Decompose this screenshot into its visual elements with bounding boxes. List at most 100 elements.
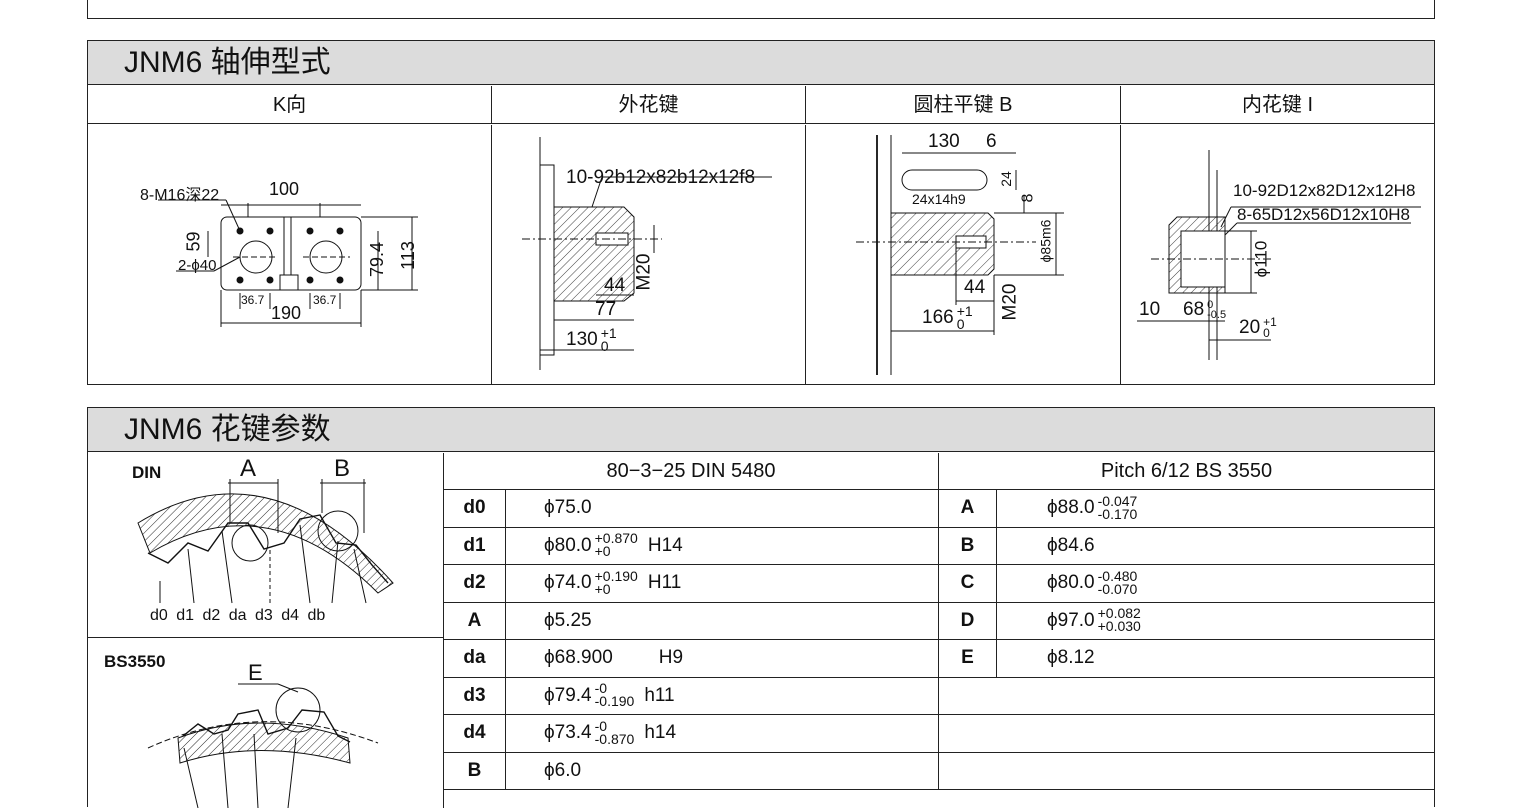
- tol-upper: +1: [600, 325, 617, 341]
- left-param-value: ϕ74.0+0.190+0 H11: [506, 565, 939, 603]
- tol-upper: -0: [594, 717, 608, 734]
- axis-d1: d1: [176, 607, 195, 624]
- internal-spline-drawing: 10-92D12x82D12x12H8 8-65D12x56D12x10H8 ϕ…: [1121, 125, 1434, 384]
- tol-upper: -0.480: [1097, 567, 1138, 584]
- k-dim-36-7-right: 36.7: [313, 293, 337, 307]
- k-dim-100: 100: [269, 179, 300, 199]
- tol-lower: -0.190: [594, 693, 635, 710]
- tol-lower: +0: [594, 543, 611, 560]
- ext-spline-spec: 10-92b12x82b12x12f8: [566, 167, 756, 188]
- int-dim-20-value: 20: [1239, 317, 1261, 339]
- left-param-value: ϕ75.0: [506, 490, 939, 528]
- key-dim-m20: M20: [999, 283, 1021, 321]
- tol-lower: -0.870: [594, 730, 635, 747]
- ext-dim-44: 44: [604, 275, 626, 296]
- empty-cell: [939, 715, 1434, 753]
- col-header-cylindrical-key: 圆柱平键 B: [806, 86, 1121, 124]
- spline-params-title: JNM6 花键参数: [88, 408, 1434, 452]
- k-dim-113: 113: [397, 241, 418, 270]
- param-base-value: ϕ97.0: [1047, 609, 1095, 631]
- axis-da: da: [228, 607, 247, 624]
- left-param-label: B: [444, 752, 506, 790]
- right-param-value: ϕ80.0-0.480-0.070: [997, 565, 1434, 603]
- param-base-value: ϕ74.0: [544, 572, 592, 593]
- tol-lower: 0: [600, 338, 609, 354]
- left-param-value: ϕ79.4-0-0.190 h11: [506, 677, 939, 715]
- right-param-label: B: [939, 527, 997, 565]
- param-fit: h11: [644, 684, 675, 706]
- key-dim-8: 8: [1019, 193, 1037, 203]
- bs-diagram: BS3550 E: [88, 638, 444, 808]
- key-dim-130: 130: [928, 131, 960, 152]
- param-base-value: ϕ75.0: [544, 497, 592, 518]
- din-table-header: 80−3−25 DIN 5480: [444, 453, 939, 490]
- int-dim-10: 10: [1139, 299, 1161, 320]
- tol-upper: -0.047: [1097, 492, 1138, 509]
- bs-label: BS3550: [104, 652, 166, 671]
- axis-d4: d4: [281, 607, 300, 624]
- int-dia: ϕ110: [1251, 240, 1271, 278]
- int-spline-spec-1: 10-92D12x82D12x12H8: [1233, 181, 1416, 200]
- bs-e-label: E: [248, 660, 263, 685]
- tol-upper: +1: [1263, 315, 1277, 329]
- param-base-value: ϕ6.0: [544, 759, 582, 781]
- key-dim-6: 6: [986, 131, 997, 152]
- tol-upper: 0: [1207, 298, 1214, 311]
- int-spline-spec-2: 8-65D12x56D12x10H8: [1237, 205, 1410, 224]
- left-param-value: ϕ6.0: [506, 752, 939, 790]
- ext-dim-77: 77: [595, 299, 617, 320]
- col-header-external-spline: 外花键: [492, 86, 806, 124]
- tol-upper: +0.870: [594, 530, 638, 547]
- key-shaft-dia: ϕ85m6: [1037, 219, 1054, 263]
- param-tolerance: +0.190+0: [594, 567, 638, 597]
- tol-lower: -0.170: [1097, 505, 1138, 522]
- din-diagram: DIN A B d0 d1 d2 da d3 d4 db: [88, 453, 444, 638]
- axis-d2: d2: [202, 607, 221, 624]
- tol-lower: 0: [956, 316, 965, 332]
- param-base-value: ϕ68.900: [544, 647, 613, 668]
- key-size: 24x14h9: [912, 191, 966, 207]
- k-view-drawing: 8-M16深22 100 59 2-ϕ40 79.4 113 36.7 36.7…: [88, 125, 492, 384]
- axis-db: db: [307, 607, 326, 624]
- left-param-value: ϕ80.0+0.870+0 H14: [506, 527, 939, 565]
- k-bore-label: 2-ϕ40: [178, 257, 217, 274]
- param-tolerance: -0.047-0.170: [1097, 492, 1138, 522]
- int-dim-68-value: 68: [1183, 299, 1205, 320]
- spline-params-section: JNM6 花键参数 DIN A B d0 d1 d2 da d3 d4 db: [87, 407, 1435, 808]
- shaft-type-section: JNM6 轴伸型式 K向 外花键 圆柱平键 B 内花键 I: [87, 40, 1435, 385]
- param-tolerance: +0.870+0: [594, 530, 638, 560]
- right-param-value: ϕ8.12: [997, 640, 1434, 678]
- param-base-value: ϕ80.0: [1047, 572, 1095, 593]
- k-dim-79-4: 79.4: [367, 241, 388, 278]
- param-base-value: ϕ84.6: [1047, 534, 1095, 556]
- param-fit: h14: [644, 722, 677, 743]
- tol-lower: +0: [594, 580, 611, 597]
- tol-lower: 0: [1263, 326, 1270, 340]
- empty-cell: [939, 753, 1434, 790]
- param-fit: H11: [647, 572, 682, 593]
- axis-d0: d0: [150, 607, 168, 624]
- tol-upper: +1: [956, 303, 973, 319]
- k-dim-59: 59: [183, 231, 204, 252]
- param-fit: H14: [647, 534, 683, 556]
- left-param-label: d4: [444, 715, 506, 753]
- bs-table-header: Pitch 6/12 BS 3550: [939, 453, 1434, 490]
- tol-upper: -0: [594, 680, 608, 697]
- tol-upper: +0.190: [594, 567, 638, 584]
- right-param-value: ϕ88.0-0.047-0.170: [997, 490, 1434, 528]
- left-param-label: d0: [444, 490, 506, 528]
- key-dim-166-value: 166: [922, 307, 954, 329]
- param-tolerance: -0-0.870: [594, 717, 635, 747]
- din-a-label: A: [240, 455, 257, 482]
- tol-lower: -0.5: [1207, 308, 1227, 321]
- right-param-value: ϕ97.0+0.082+0.030: [997, 603, 1434, 640]
- param-base-value: ϕ80.0: [544, 534, 592, 556]
- param-tolerance: -0.480-0.070: [1097, 567, 1138, 596]
- param-base-value: ϕ79.4: [544, 684, 592, 706]
